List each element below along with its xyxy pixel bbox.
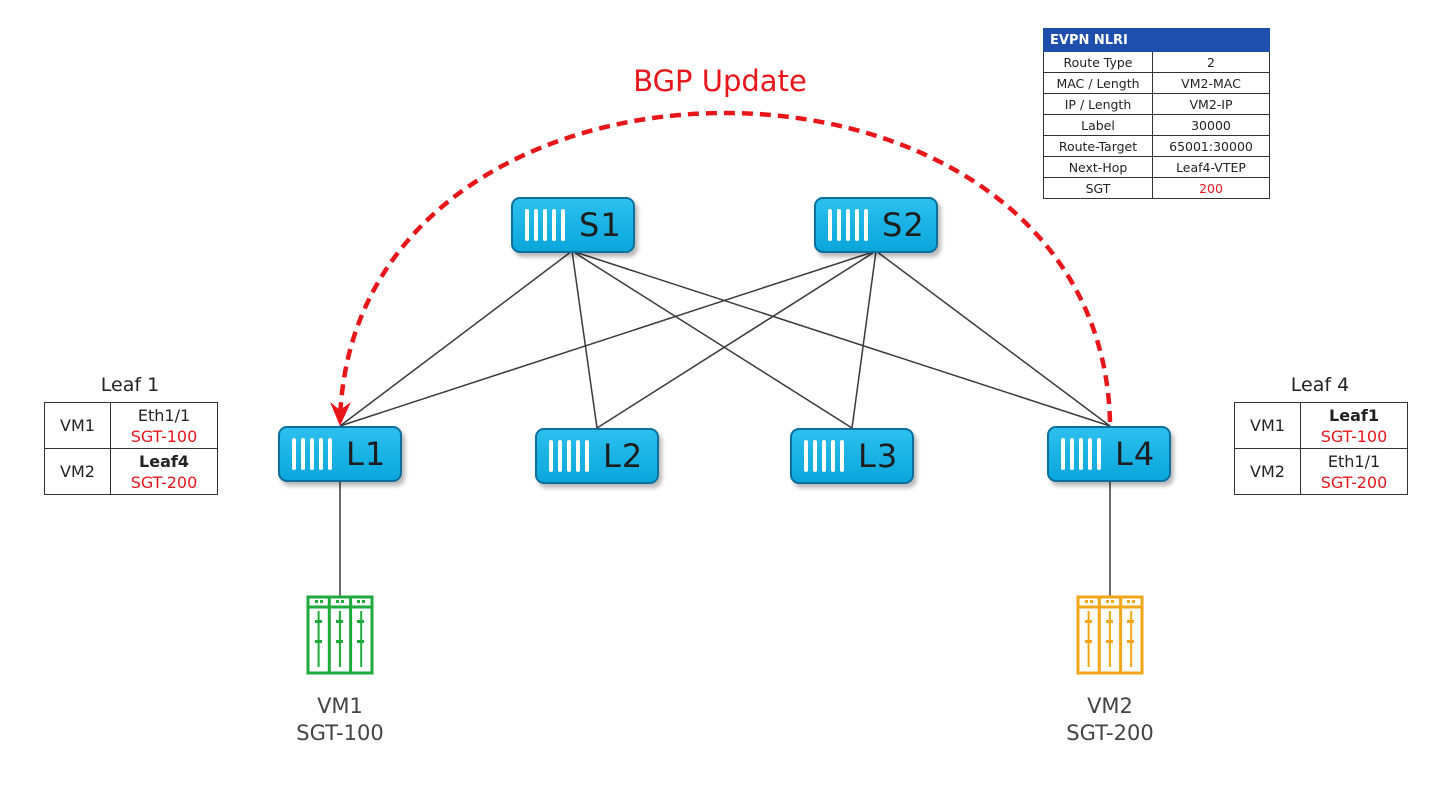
link-s1-l3 <box>571 250 853 429</box>
host-sgt: SGT-100 <box>296 721 384 745</box>
nlri-key: Route-Target <box>1043 135 1153 157</box>
vm1-label: VM1 SGT-100 <box>260 693 420 747</box>
vm-sgt: SGT-100 <box>130 426 198 446</box>
vm-sgt: SGT-200 <box>130 472 198 492</box>
link-s1-l1 <box>339 250 573 427</box>
nlri-value: 30000 <box>1152 114 1270 136</box>
nlri-value: VM2-MAC <box>1152 72 1270 94</box>
nlri-key: SGT <box>1043 177 1153 199</box>
leaf4-table-title: Leaf 4 <box>1290 374 1350 396</box>
host-name: VM2 <box>1087 694 1133 718</box>
vm2-label: VM2 SGT-200 <box>1030 693 1190 747</box>
switch-label: L1 <box>346 435 387 473</box>
nlri-key: MAC / Length <box>1043 72 1153 94</box>
leaf-switch-l3[interactable]: L3 <box>790 428 914 484</box>
nlri-value: VM2-IP <box>1152 93 1270 115</box>
vm2-server-icon <box>1076 595 1144 675</box>
link-s2-l2 <box>596 250 877 429</box>
switch-ports-icon <box>292 438 332 470</box>
vm-sgt: SGT-100 <box>1320 426 1388 446</box>
link-s2-l3 <box>851 250 877 429</box>
vm-name: VM1 <box>1234 402 1301 449</box>
switch-label: S2 <box>882 206 925 244</box>
bgp-update-title: BGP Update <box>633 64 807 98</box>
link-s1-l4 <box>571 250 1111 427</box>
nlri-key: IP / Length <box>1043 93 1153 115</box>
leaf1-table-title: Leaf 1 <box>100 374 160 396</box>
switch-label: L2 <box>603 437 644 475</box>
leaf-switch-l1[interactable]: L1 <box>278 426 402 482</box>
vm-location: Eth1/1 <box>1327 451 1381 471</box>
evpn-nlri-header: EVPN NLRI <box>1043 28 1270 52</box>
nlri-value: 2 <box>1152 51 1270 73</box>
bgp-update-arc <box>337 110 1113 423</box>
switch-label: S1 <box>579 206 622 244</box>
bgp-arrowhead <box>330 402 351 426</box>
vm-sgt: SGT-200 <box>1320 472 1388 492</box>
leaf-switch-l4[interactable]: L4 <box>1047 426 1171 482</box>
vm-name: VM2 <box>1234 448 1301 495</box>
switch-ports-icon <box>828 209 868 241</box>
vm1-server-icon <box>306 595 374 675</box>
nlri-value: Leaf4-VTEP <box>1152 156 1270 178</box>
vm-location: Leaf4 <box>139 451 189 471</box>
switch-ports-icon <box>804 440 844 472</box>
switch-ports-icon <box>549 440 589 472</box>
switch-ports-icon <box>525 209 565 241</box>
nlri-key: Label <box>1043 114 1153 136</box>
switch-label: L3 <box>858 437 899 475</box>
fabric-links <box>339 250 1111 596</box>
link-s2-l4 <box>875 250 1111 427</box>
nlri-value: 65001:30000 <box>1152 135 1270 157</box>
link-s2-l1 <box>339 250 877 427</box>
host-sgt: SGT-200 <box>1066 721 1154 745</box>
host-name: VM1 <box>317 694 363 718</box>
vm-name: VM2 <box>44 448 111 495</box>
leaf-switch-l2[interactable]: L2 <box>535 428 659 484</box>
spine-switch-s2[interactable]: S2 <box>814 197 938 253</box>
vm-name: VM1 <box>44 402 111 449</box>
spine-switch-s1[interactable]: S1 <box>511 197 635 253</box>
nlri-value-sgt: 200 <box>1152 177 1270 199</box>
vm-location: Leaf1 <box>1329 405 1379 425</box>
link-s1-l2 <box>571 250 598 429</box>
switch-ports-icon <box>1061 438 1101 470</box>
switch-label: L4 <box>1115 435 1156 473</box>
vm-location: Eth1/1 <box>137 405 191 425</box>
nlri-key: Route Type <box>1043 51 1153 73</box>
nlri-key: Next-Hop <box>1043 156 1153 178</box>
